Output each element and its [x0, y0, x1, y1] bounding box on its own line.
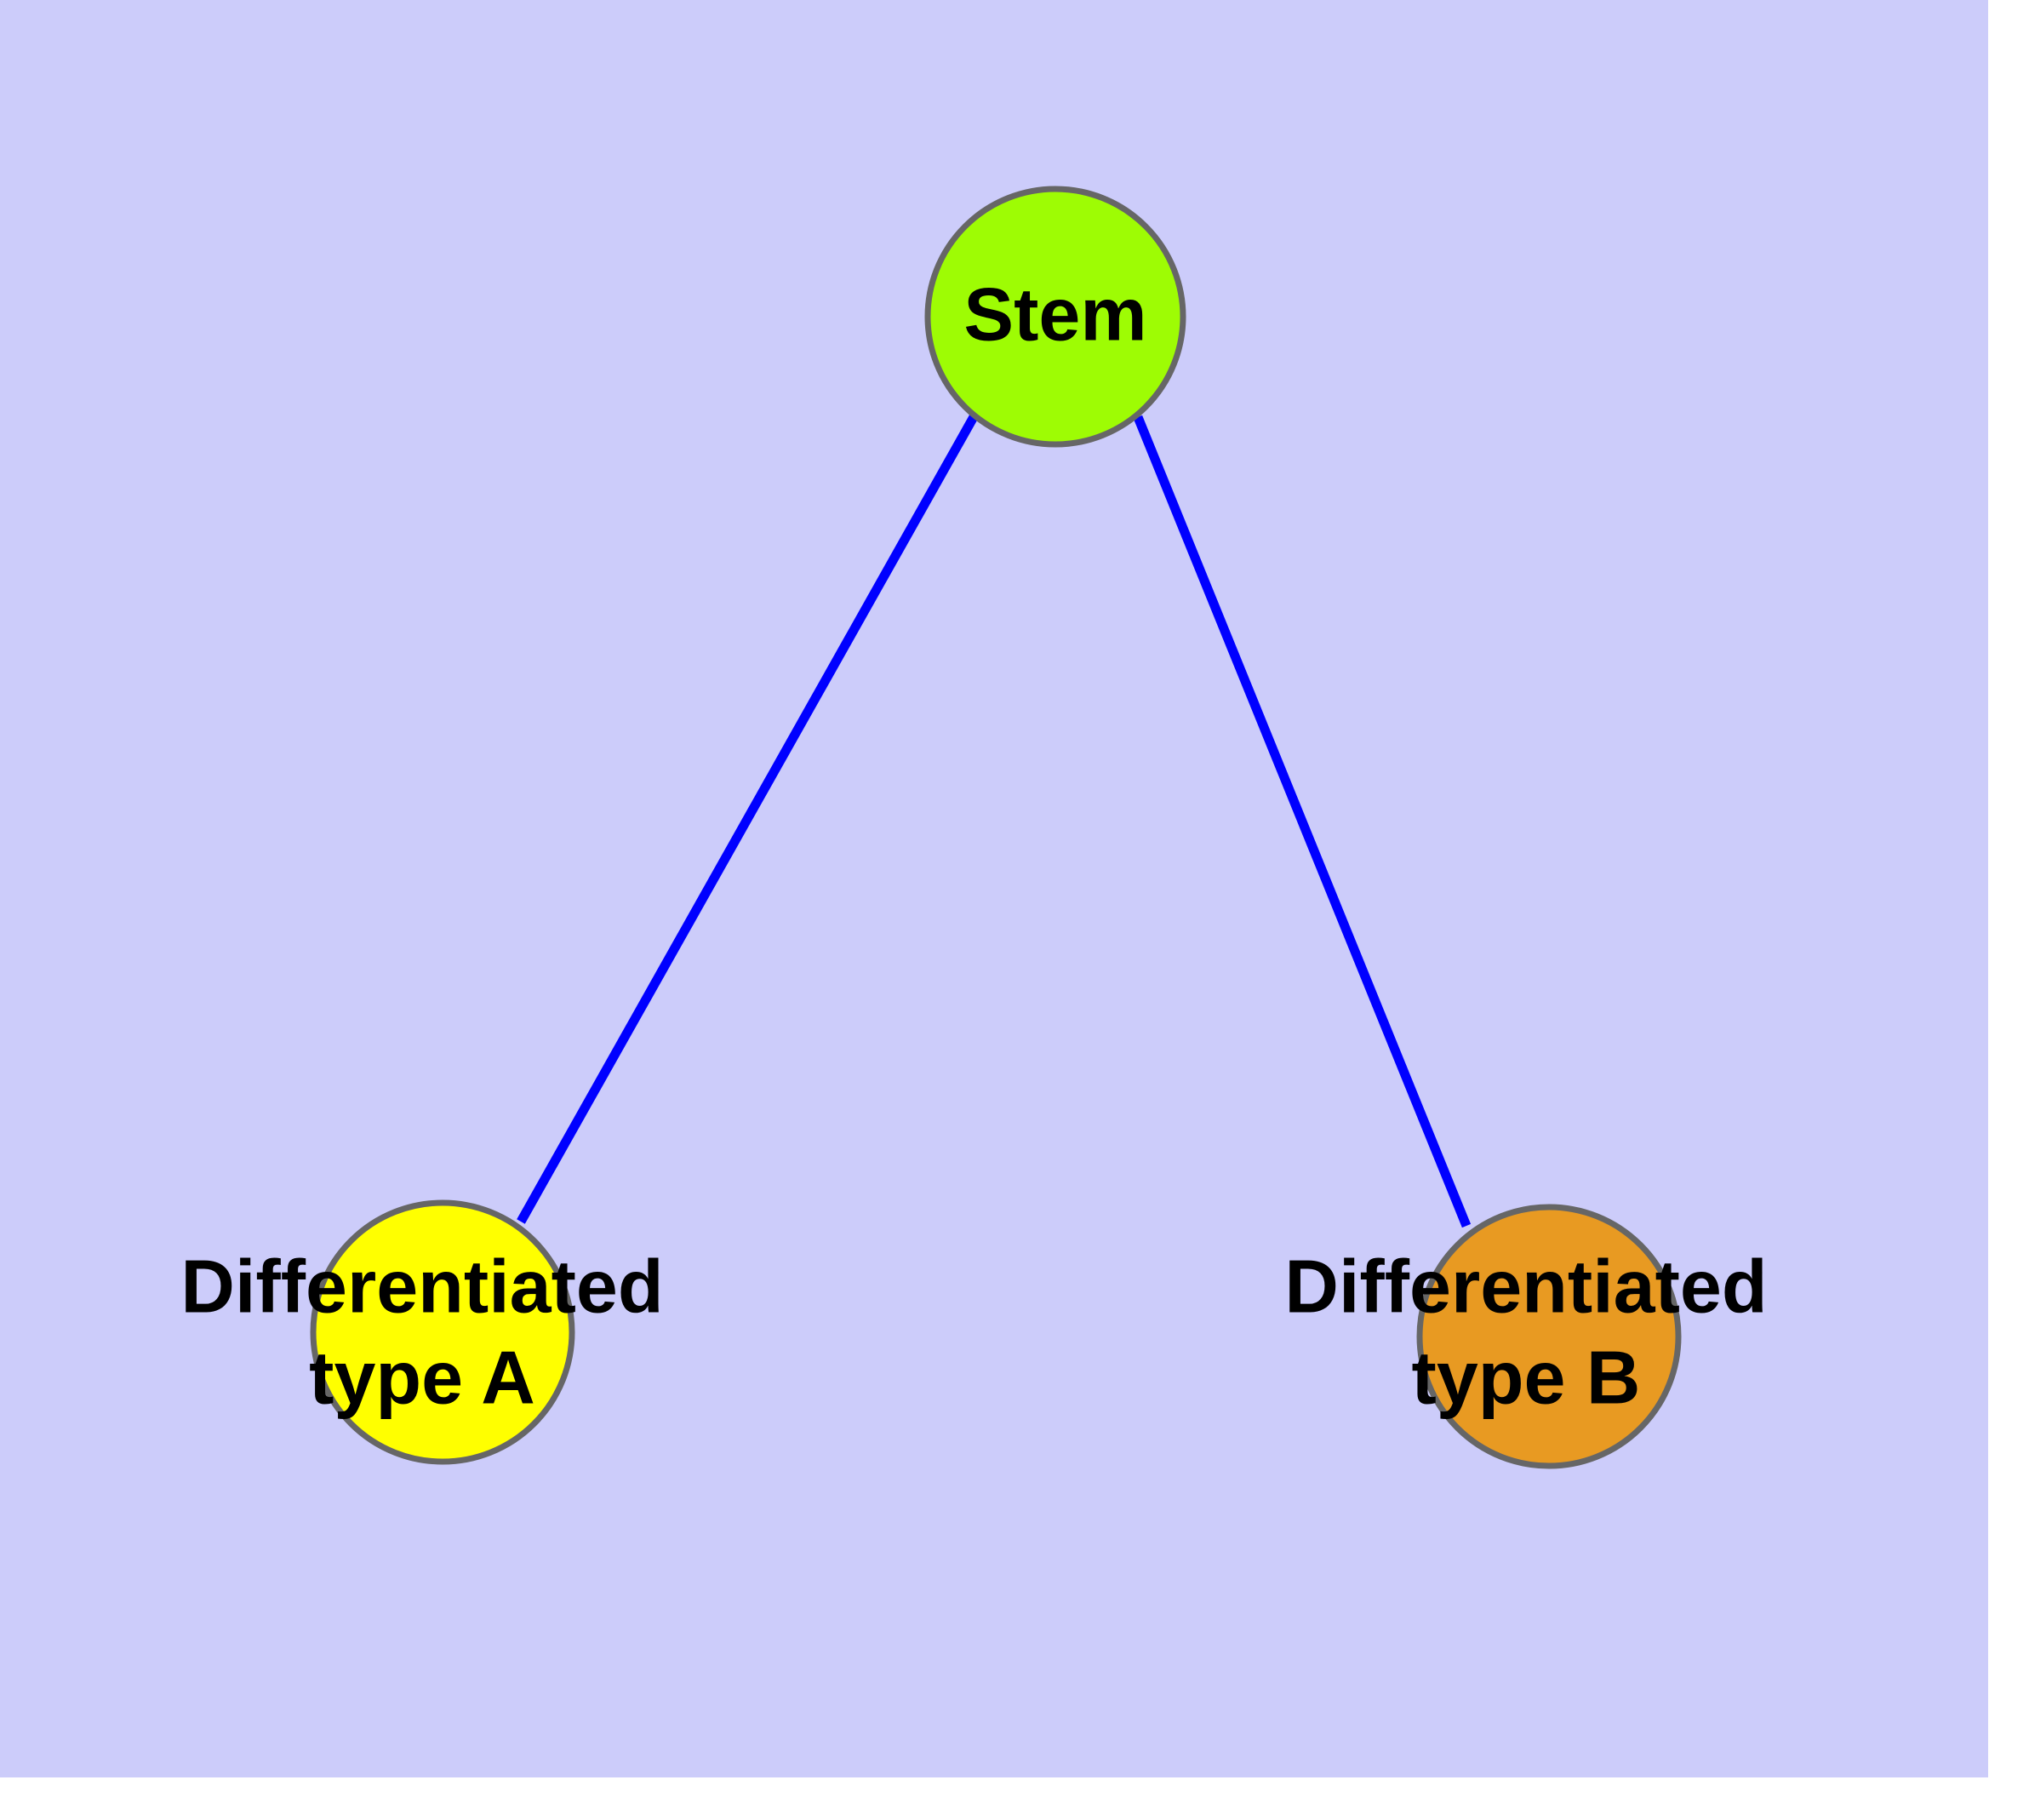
node-stem-circle[interactable]: [924, 186, 1186, 448]
edge-stem-to-differentiated-type-b[interactable]: [1133, 415, 1472, 1228]
node-differentiated-type-b[interactable]: Differentiated type B: [1284, 1204, 1768, 1469]
node-differentiated-type-b-label-line1: Differentiated: [1284, 1244, 1767, 1328]
node-differentiated-type-a[interactable]: Differentiated type A: [180, 1199, 664, 1465]
node-differentiated-type-b-circle[interactable]: [1416, 1204, 1682, 1469]
node-stem-label-line1: Stem: [963, 272, 1146, 356]
edge-layer: [517, 413, 1472, 1228]
node-stem[interactable]: Stem: [924, 186, 1186, 448]
node-differentiated-type-b-label-line2: type B: [1412, 1335, 1641, 1419]
edge-stem-to-differentiated-type-a[interactable]: [517, 413, 979, 1224]
node-differentiated-type-a-circle[interactable]: [310, 1199, 575, 1465]
node-differentiated-type-a-label-line1: Differentiated: [180, 1244, 663, 1328]
node-layer: Stem Differentiated type A Differentiate…: [180, 186, 1768, 1469]
node-differentiated-type-a-label-line2: type A: [309, 1335, 535, 1419]
